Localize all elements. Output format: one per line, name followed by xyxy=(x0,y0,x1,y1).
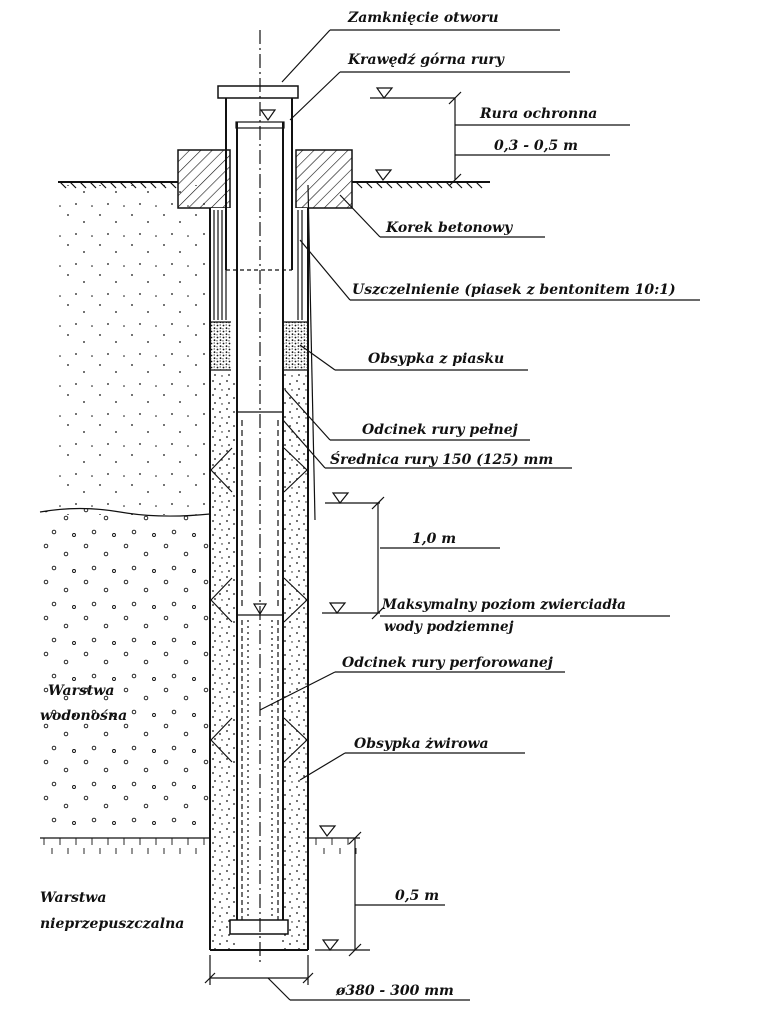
ground-surface xyxy=(58,181,490,189)
sand-fill xyxy=(211,321,307,371)
leader-lines xyxy=(259,29,700,1001)
impermeable-label-line2: nieprzepuszczalna xyxy=(40,916,184,932)
pipe-top-edge-label: Krawędź górna rury xyxy=(347,52,505,68)
closure-label: Zamknięcie otworu xyxy=(347,10,499,26)
seal-label: Uszczelnienie (piasek z bentonitem 10:1) xyxy=(352,282,676,298)
labels: Zamknięcie otworu Krawędź górna rury Rur… xyxy=(40,10,676,999)
upper-sand-layer xyxy=(58,185,210,515)
protective-pipe xyxy=(217,85,299,271)
impermeable-layer xyxy=(40,838,210,854)
max-level-label-line1: Maksymalny poziom zwierciadła xyxy=(381,597,626,613)
perforated-pipe-label: Odcinek rury perforowanej xyxy=(342,655,553,671)
aquifer-top-boundary xyxy=(39,507,211,517)
dimension-lines xyxy=(204,91,462,985)
aquifer-label-line2: wodonośna xyxy=(40,708,127,724)
borehole xyxy=(209,208,309,951)
gravel-fill-label: Obsypka żwirowa xyxy=(354,736,489,752)
dim-05m-label: 0,5 m xyxy=(395,888,439,904)
concrete-plug-label: Korek betonowy xyxy=(385,220,513,236)
concrete-plug xyxy=(177,149,353,209)
gravel-fill xyxy=(210,371,308,949)
protective-pipe-label: Rura ochronna xyxy=(479,106,597,122)
casing-pipe xyxy=(229,30,289,965)
borehole-diameter-label: ø380 - 300 mm xyxy=(335,983,454,999)
level-markers xyxy=(252,87,455,952)
pipe-diameter-label: Średnica rury 150 (125) mm xyxy=(330,450,553,468)
dim-1m-label: 1,0 m xyxy=(412,531,456,547)
solid-pipe-label: Odcinek rury pełnej xyxy=(362,422,518,438)
impermeable-label-line1: Warstwa xyxy=(40,890,106,906)
sand-fill-label: Obsypka z piasku xyxy=(368,351,504,367)
soil-layers xyxy=(39,184,360,854)
aquifer-layer xyxy=(40,508,210,830)
impermeable-layer-right xyxy=(308,838,360,854)
protective-height-label: 0,3 - 0,5 m xyxy=(494,138,578,154)
max-level-label-line2: wody podziemnej xyxy=(384,619,514,635)
aquifer-label-line1: Warstwa xyxy=(48,683,114,699)
